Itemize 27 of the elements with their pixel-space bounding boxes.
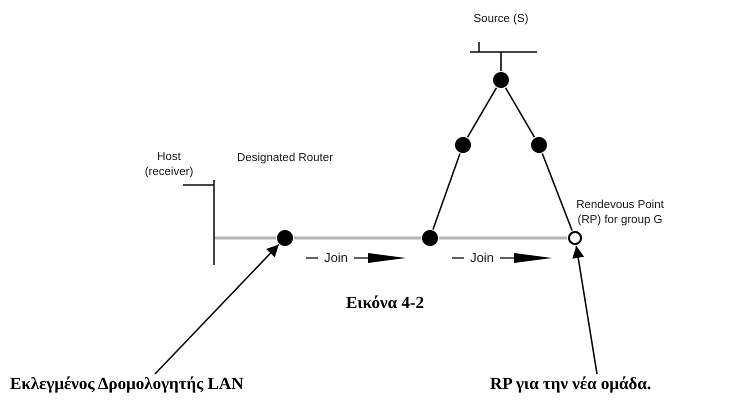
- link-line: [214, 236, 276, 240]
- link-line: [432, 153, 461, 230]
- node-caption: Host (receiver): [144, 150, 194, 180]
- router-label: Designated Router: [236, 151, 334, 166]
- node-caption: Source (S): [472, 12, 530, 27]
- link-line: [500, 52, 502, 71]
- pointer-arrow: [154, 244, 280, 375]
- router-dot: [277, 230, 293, 246]
- lan-segment-symbol: [183, 180, 215, 265]
- join-label: Join: [323, 250, 349, 265]
- pointer-arrow: [572, 246, 598, 374]
- lan-segment-symbol: [470, 41, 537, 53]
- link-line: [466, 87, 498, 138]
- figure-caption: Εικόνα 4-2: [344, 293, 426, 313]
- router-dot: [422, 230, 438, 246]
- router-dot: [493, 72, 509, 88]
- link-line: [504, 87, 536, 138]
- rendezvous-point-circle: [568, 231, 582, 245]
- annotation-text: Εκλεγμένος Δρομολογητής LAN: [10, 374, 244, 394]
- link-line: [542, 153, 573, 231]
- link-line: [294, 236, 421, 240]
- router-dot: [531, 137, 547, 153]
- router-dot: [455, 137, 471, 153]
- link-line: [439, 236, 567, 240]
- node-caption: Rendevous Point (RP) for group G: [575, 198, 665, 228]
- annotation-text: RP για την νέα ομάδα.: [490, 374, 652, 394]
- join-label: Join: [469, 250, 495, 265]
